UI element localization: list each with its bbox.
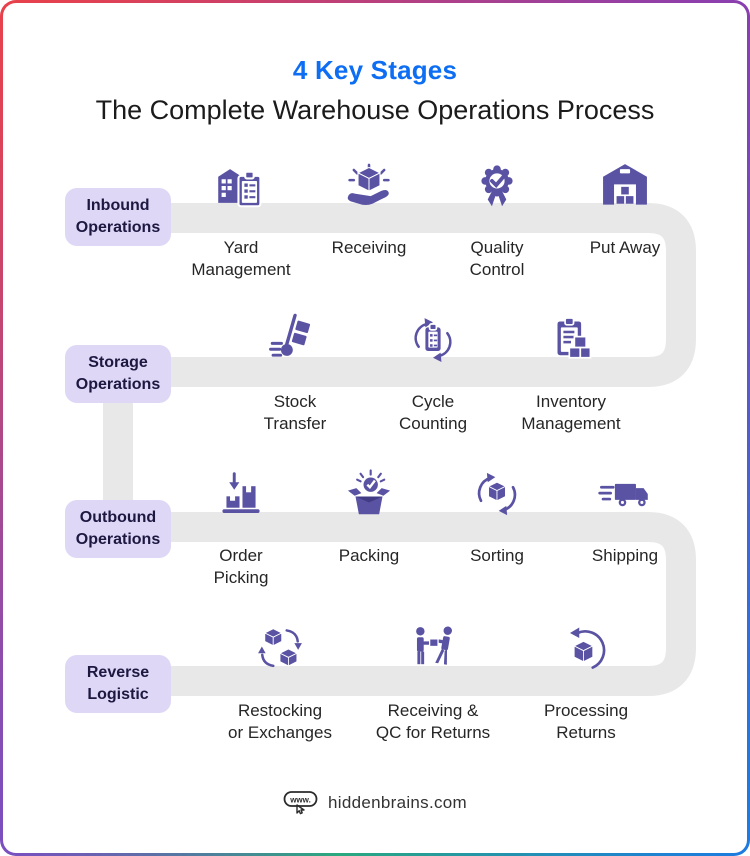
step-put-away: Put Away — [550, 159, 700, 259]
step-label: Packing — [338, 546, 400, 565]
packing-icon — [294, 467, 444, 521]
infographic-canvas: 4 Key Stages The Complete Warehouse Oper… — [3, 3, 747, 853]
step-shipping: Shipping — [550, 467, 700, 567]
step-label: Quality Control — [469, 238, 525, 280]
step-order-picking: Order Picking — [166, 467, 316, 589]
step-restocking-exchanges: Restocking or Exchanges — [205, 622, 355, 744]
receiving-icon — [294, 159, 444, 213]
step-cycle-counting: Cycle Counting — [358, 313, 508, 435]
order-picking-icon — [166, 467, 316, 521]
header: 4 Key Stages The Complete Warehouse Oper… — [3, 55, 747, 126]
stage-label-inbound: Inbound Operations — [65, 188, 171, 246]
receiving-qc-returns-icon — [358, 622, 508, 676]
step-label: Order Picking — [213, 546, 269, 588]
step-label: Cycle Counting — [398, 392, 468, 434]
stock-transfer-icon — [220, 313, 370, 367]
stage-label-outbound: Outbound Operations — [65, 500, 171, 558]
put-away-icon — [550, 159, 700, 213]
quality-control-icon — [422, 159, 572, 213]
step-sorting: Sorting — [422, 467, 572, 567]
processing-returns-icon — [511, 622, 661, 676]
step-label: Sorting — [470, 546, 524, 565]
step-processing-returns: Processing Returns — [511, 622, 661, 744]
step-inventory-management: Inventory Management — [496, 313, 646, 435]
step-stock-transfer: Stock Transfer — [220, 313, 370, 435]
shipping-icon — [550, 467, 700, 521]
cycle-counting-icon — [358, 313, 508, 367]
step-receiving-qc-returns: Receiving & QC for Returns — [358, 622, 508, 744]
step-quality-control: Quality Control — [422, 159, 572, 281]
step-label: Receiving — [331, 238, 407, 257]
step-packing: Packing — [294, 467, 444, 567]
step-receiving: Receiving — [294, 159, 444, 259]
website-text: hiddenbrains.com — [328, 793, 467, 812]
sorting-icon — [422, 467, 572, 521]
step-label: Inventory Management — [521, 392, 621, 434]
step-label: Processing Returns — [543, 701, 629, 743]
restocking-exchanges-icon — [205, 622, 355, 676]
yard-management-icon — [166, 159, 316, 213]
stage-label-reverse: Reverse Logistic — [65, 655, 171, 713]
inventory-management-icon — [496, 313, 646, 367]
page-subtitle: The Complete Warehouse Operations Proces… — [95, 95, 655, 125]
step-label: Put Away — [589, 238, 661, 257]
footer: www. hiddenbrains.com — [3, 789, 747, 817]
process-flow-connector — [98, 203, 696, 696]
step-label: Stock Transfer — [263, 392, 327, 434]
www-badge-icon: www. — [283, 791, 318, 815]
step-label: Restocking or Exchanges — [228, 701, 332, 743]
svg-text:www.: www. — [289, 796, 311, 805]
stage-label-storage: Storage Operations — [65, 345, 171, 403]
step-label: Receiving & QC for Returns — [375, 701, 491, 743]
page-title: 4 Key Stages — [292, 55, 458, 85]
step-label: Yard Management — [191, 238, 291, 280]
step-yard-management: Yard Management — [166, 159, 316, 281]
step-label: Shipping — [591, 546, 659, 565]
